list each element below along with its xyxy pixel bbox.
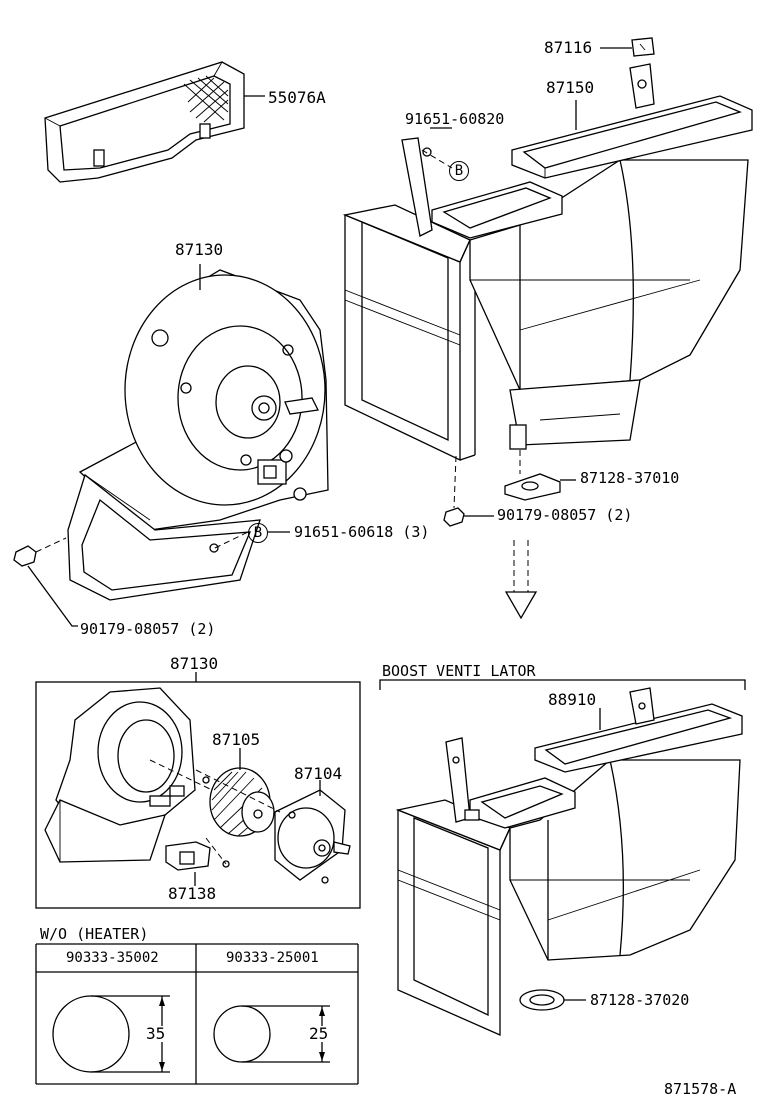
arrow-down-icon [504,540,538,620]
boost-bracket [379,679,746,690]
plug-35-drawing [52,995,170,1073]
clip-87116 [631,37,655,57]
duct-assembly-87150 [342,63,753,462]
blower-87130 [67,269,329,601]
blower-exploded [44,687,351,884]
dimension-25: 25 [309,1024,329,1043]
boost-ventilator-title: BOOST VENTI LATOR [382,662,536,680]
label-87105: 87105 [212,730,261,749]
leader-dash-b2 [214,531,249,549]
grommet-87128-37020 [519,989,565,1011]
label-87128-37010: 87128-37010 [580,469,680,487]
label-91651-60618: 91651-60618 (3) [294,523,430,541]
label-55076a: 55076A [268,88,326,107]
callout-b-lower: B [248,523,268,543]
label-91651-60820: 91651-60820 [405,110,505,128]
heater-table-col-2: 90333-25001 [226,950,319,966]
leader-dash-nut-right [453,455,457,509]
filter-frame-55076a [44,61,245,183]
label-87130-top: 87130 [175,240,224,259]
nut-90179-left [13,545,37,567]
dimension-35: 35 [146,1024,166,1043]
label-90179-08057-right: 90179-08057 (2) [497,506,633,524]
heater-table-title: W/O (HEATER) [40,925,149,943]
duct-assembly-88910 [395,687,743,1036]
detail-box-87130 [35,681,361,909]
label-87130-detail: 87130 [170,654,219,673]
diagram-id: 871578-A [664,1080,737,1098]
label-87116: 87116 [544,38,593,57]
nut-90179-right [443,507,465,527]
label-87128-37020: 87128-37020 [590,991,690,1009]
label-87104: 87104 [294,764,343,783]
leader-90179-left [27,565,78,627]
leader-dash-b1 [421,149,453,169]
label-90179-08057-left: 90179-08057 (2) [80,620,216,638]
label-87150: 87150 [546,78,595,97]
heater-table-col-1: 90333-35002 [66,950,159,966]
callout-b-upper: B [449,161,469,181]
heater-table-frame [35,943,359,1085]
plug-25-drawing [213,1005,330,1063]
label-87138: 87138 [168,884,217,903]
label-88910: 88910 [548,690,597,709]
grommet-87128-37010 [504,473,561,501]
